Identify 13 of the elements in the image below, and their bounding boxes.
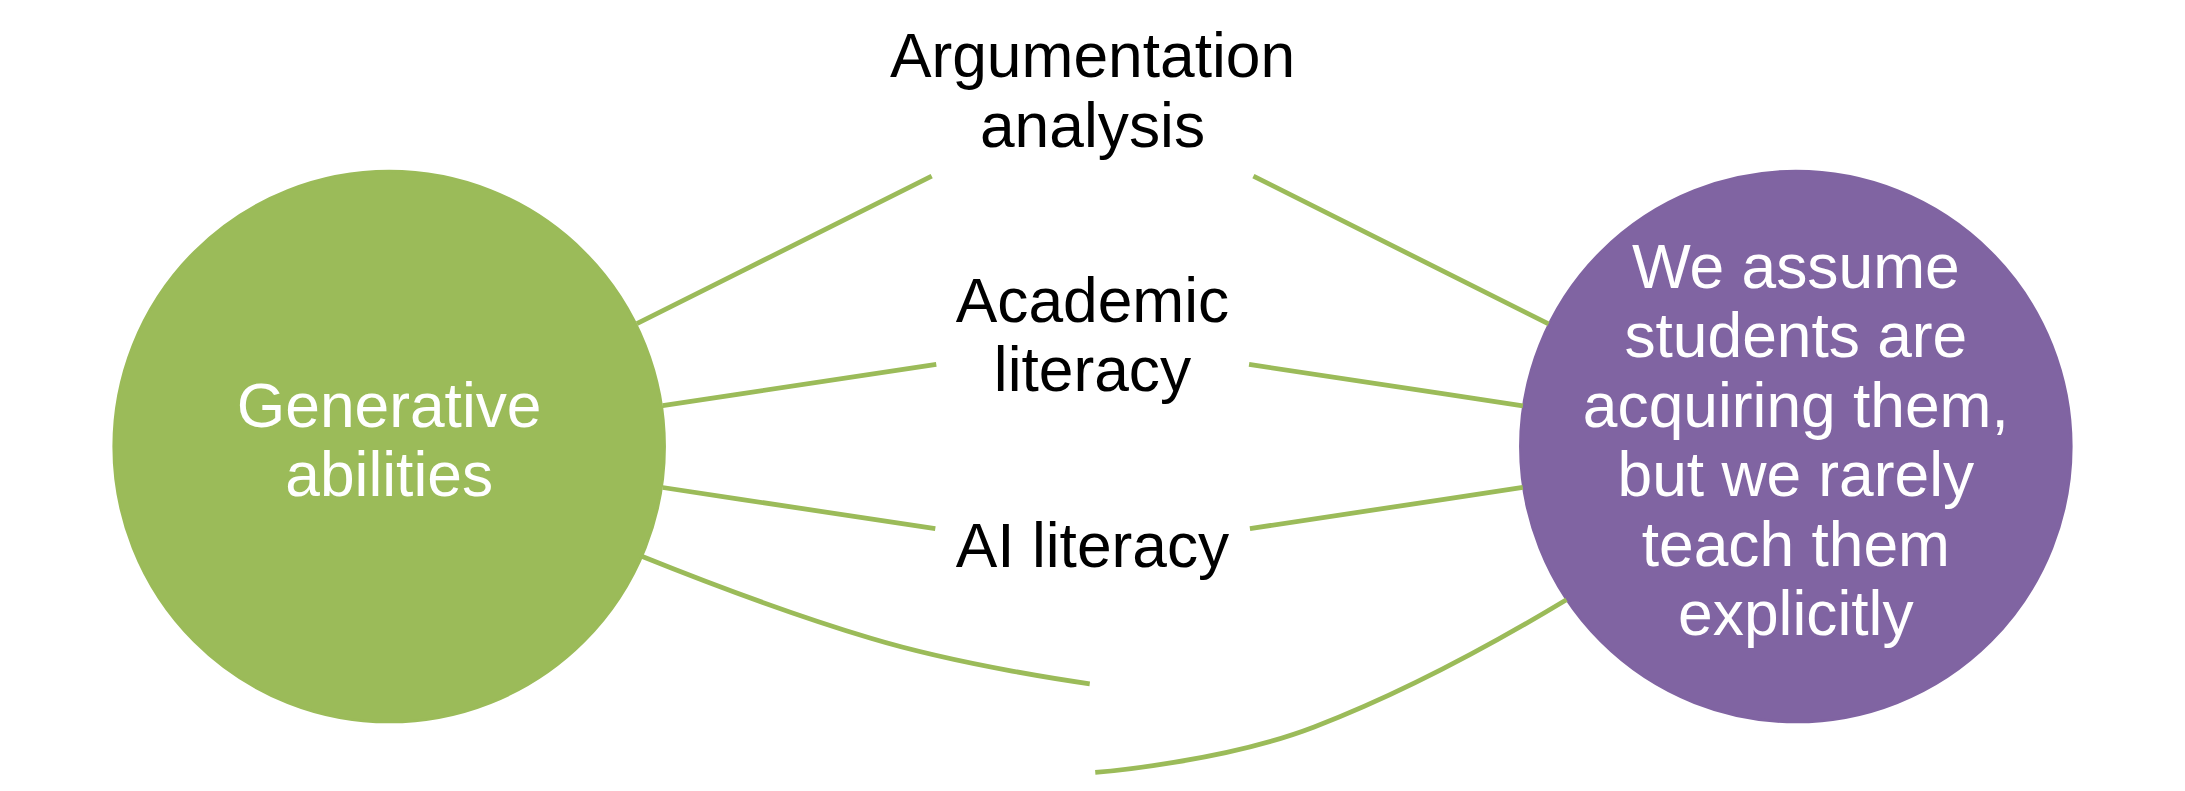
- connector: [1248, 362, 1524, 409]
- node-text: AI literacy: [955, 511, 1230, 581]
- connector: [662, 362, 937, 409]
- node-text: Argumentation analysis: [889, 21, 1296, 160]
- node-circle: Generative abilities: [112, 169, 666, 724]
- node-circle: We assume students are acquiring them, but we rarely teach them explicitly: [1519, 169, 2073, 724]
- connector: [662, 485, 936, 532]
- connector: [1095, 597, 1568, 775]
- connector: [1252, 173, 1550, 327]
- connector: [635, 173, 933, 326]
- node-text: Academic literacy: [955, 265, 1230, 404]
- connector: [1249, 485, 1524, 531]
- connector: [641, 554, 1091, 687]
